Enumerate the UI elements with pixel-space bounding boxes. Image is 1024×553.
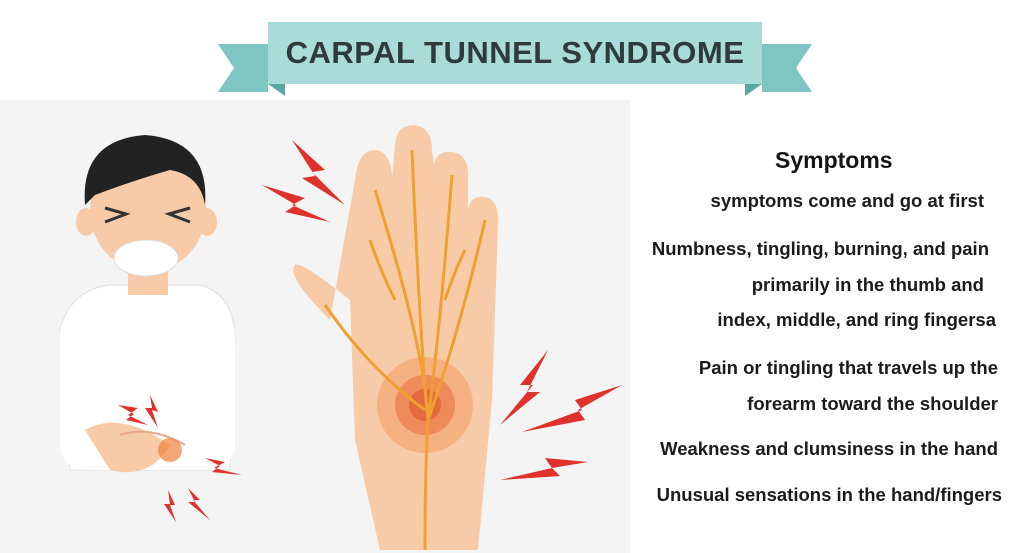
symptom-line: Unusual sensations in the hand/fingers <box>656 484 1002 505</box>
symptom-line: Numbness, tingling, burning, and pain <box>651 238 989 259</box>
symptom-line: index, middle, and ring fingersa <box>717 309 996 330</box>
symptoms-heading: Symptoms <box>775 147 893 173</box>
symptom-line: Weakness and clumsiness in the hand <box>660 438 998 459</box>
symptom-line: symptoms come and go at first <box>710 190 984 211</box>
person-illustration <box>59 135 242 522</box>
symptom-line: Pain or tingling that travels up the <box>698 357 998 378</box>
hand-illustration <box>262 125 622 551</box>
title-ribbon <box>218 22 812 96</box>
page-title: CARPAL TUNNEL SYNDROME <box>285 35 745 70</box>
symptom-line: primarily in the thumb and <box>751 274 984 295</box>
nerve-lines <box>323 149 487 551</box>
symptom-line: forearm toward the shoulder <box>747 393 998 414</box>
